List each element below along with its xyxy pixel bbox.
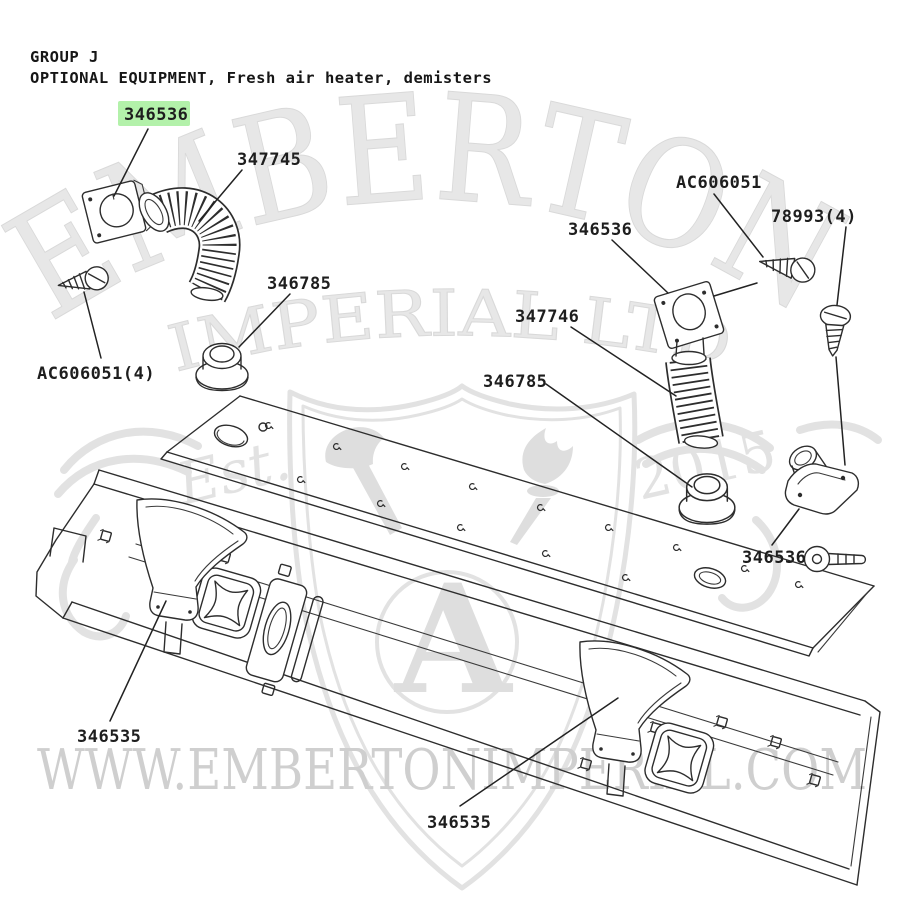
- section-title: OPTIONAL EQUIPMENT, Fresh air heater, de…: [30, 69, 492, 87]
- part-label-hose-right: 347746: [515, 307, 579, 327]
- part-label-elbow-right: 346536: [742, 548, 806, 568]
- highlight-box: [118, 101, 190, 126]
- pin-fastener: [803, 545, 867, 573]
- seal-plate-top-left: [81, 179, 153, 244]
- part-label-screw-right: AC606051: [676, 173, 762, 193]
- part-label-screws-left: AC606051(4): [37, 364, 155, 384]
- part-label-plate-right: 346536: [568, 220, 632, 240]
- oval-slot-plate: [245, 563, 324, 697]
- flex-hose-right: [665, 337, 724, 449]
- part-label-grommet-left: 346785: [267, 274, 331, 294]
- watermark-torch: [510, 428, 573, 545]
- group-title: GROUP J: [30, 48, 99, 66]
- screw-right-vertical: [819, 304, 852, 357]
- part-label-duct-right: 346535: [427, 813, 491, 833]
- flex-hose-left: [138, 187, 241, 303]
- diagram-header: GROUP J OPTIONAL EQUIPMENT, Fresh air he…: [30, 48, 492, 87]
- demister-duct-left: [136, 498, 248, 655]
- watermark-url: WWW.EMBERTONIMPERIAL.COM: [37, 738, 867, 803]
- watermark-brand-arc-bottom: IMPERIAL LTD: [161, 277, 737, 387]
- watermark-monogram: A: [393, 552, 514, 728]
- part-label-screws-right: 78993(4): [771, 207, 857, 227]
- part-labels: 346536 347745 346785 AC606051(4) AC60605…: [37, 101, 857, 833]
- leader-lines: [83, 128, 847, 807]
- seal-plate-right: [653, 280, 725, 350]
- watermark-hammer: [325, 427, 402, 535]
- part-label-plate-tl-highlighted[interactable]: 346536: [124, 105, 188, 125]
- shelf-panel-drawing: [160, 395, 875, 657]
- screw-right-horizontal: [758, 257, 816, 283]
- watermark-ring: [375, 570, 519, 714]
- elbow-right: [784, 445, 860, 515]
- part-label-duct-left: 346535: [77, 727, 141, 747]
- part-label-grommet-center: 346785: [483, 372, 547, 392]
- part-label-hose-left: 347745: [237, 150, 301, 170]
- watermark-ribbon-left: [54, 427, 202, 641]
- bulkhead-panel-drawing: [35, 469, 881, 886]
- screw-left: [57, 266, 109, 291]
